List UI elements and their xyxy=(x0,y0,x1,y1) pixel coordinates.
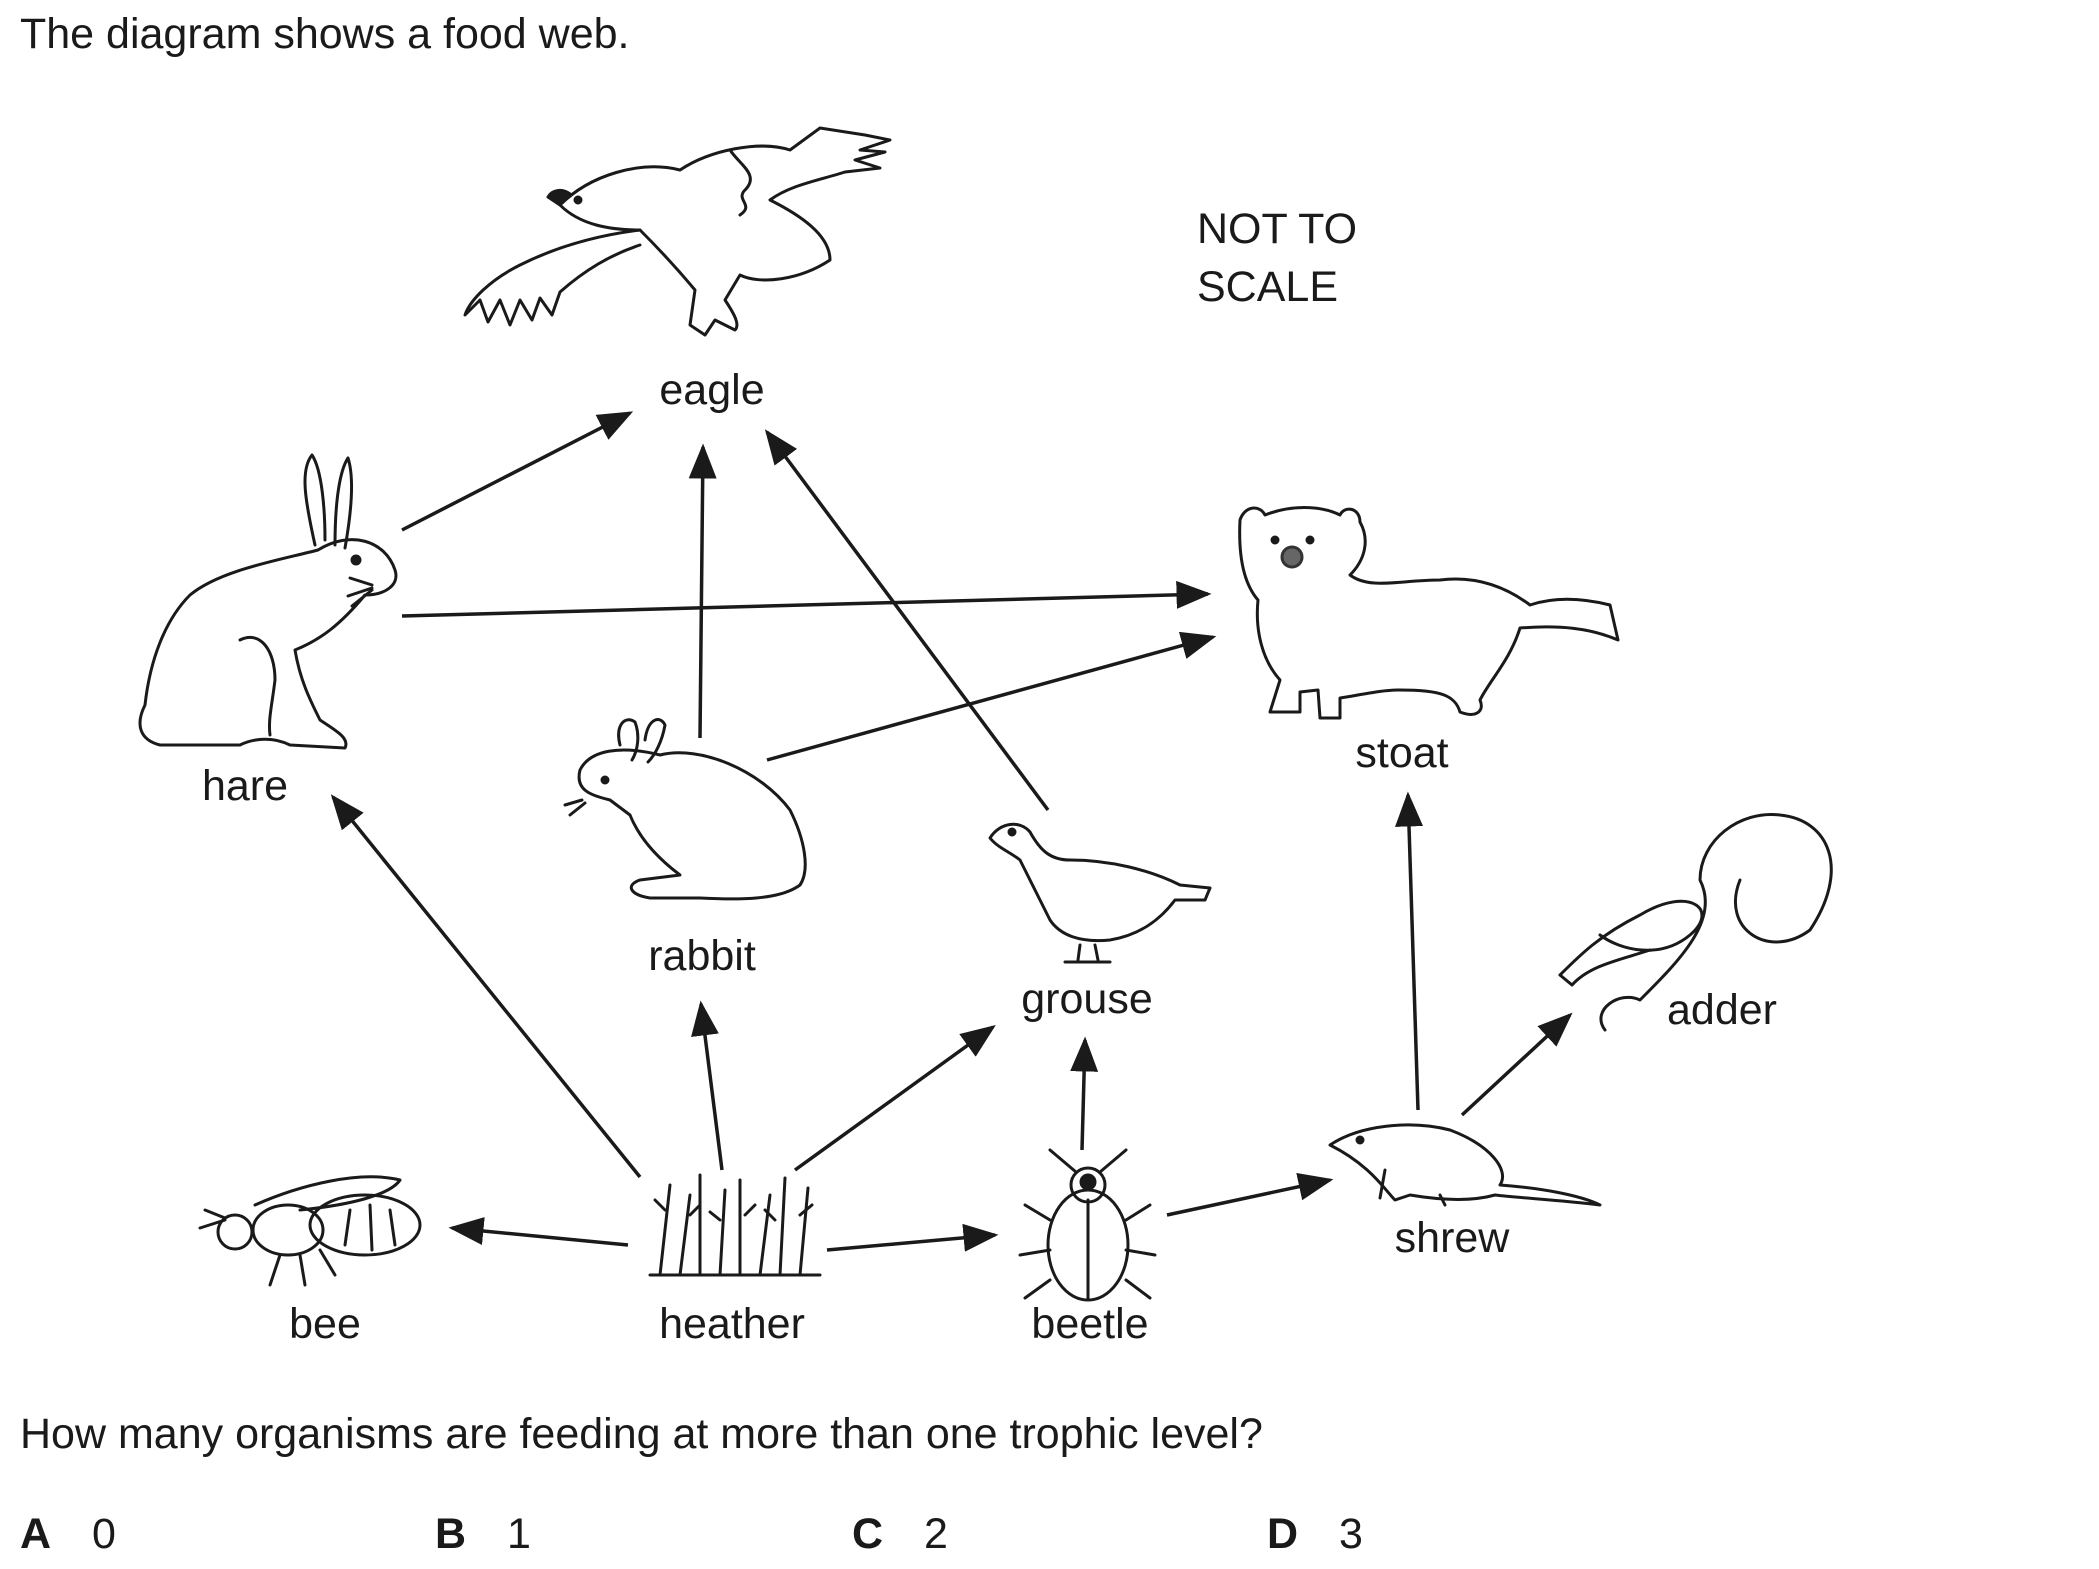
arrow-shrew-to-adder xyxy=(1460,1012,1573,1117)
arrow-heather-to-bee xyxy=(448,1217,629,1247)
label-hare: hare xyxy=(201,762,289,810)
label-bee: bee xyxy=(289,1300,361,1348)
option-c-value: 2 xyxy=(924,1510,948,1558)
option-a-letter: A xyxy=(20,1510,52,1558)
option-b-letter: B xyxy=(435,1510,467,1558)
label-beetle: beetle xyxy=(1031,1300,1149,1348)
option-a-value: 0 xyxy=(92,1510,116,1558)
arrow-grouse-to-eagle xyxy=(764,429,1050,812)
heather-illustration xyxy=(648,1173,822,1277)
bee-illustration xyxy=(198,1175,422,1287)
option-b-value: 1 xyxy=(507,1510,531,1558)
option-c-letter: C xyxy=(852,1510,884,1558)
option-d-value: 3 xyxy=(1339,1510,1363,1558)
label-heather: heather xyxy=(659,1300,805,1348)
not-to-scale-line-2: SCALE xyxy=(1197,263,1339,311)
stoat-illustration xyxy=(1238,506,1620,720)
hare-illustration xyxy=(138,453,398,750)
arrow-rabbit-to-eagle xyxy=(688,443,717,739)
not-to-scale-line-1: NOT TO xyxy=(1197,205,1358,253)
not-to-scale-note: NOT TO SCALE xyxy=(1197,200,1357,316)
beetle-illustration xyxy=(1018,1148,1157,1302)
label-shrew: shrew xyxy=(1394,1214,1510,1262)
eagle-illustration xyxy=(463,126,892,337)
adder-illustration xyxy=(1558,812,1833,1032)
label-rabbit: rabbit xyxy=(648,932,756,980)
option-d-letter: D xyxy=(1267,1510,1299,1558)
arrow-beetle-to-shrew xyxy=(1166,1172,1334,1217)
label-eagle: eagle xyxy=(659,366,765,414)
arrow-hare-to-eagle xyxy=(401,411,634,532)
arrow-heather-to-hare xyxy=(330,794,642,1179)
arrow-heather-to-beetle xyxy=(826,1223,999,1252)
grouse-illustration xyxy=(988,822,1212,964)
arrow-shrew-to-stoat xyxy=(1395,791,1423,1111)
label-grouse: grouse xyxy=(1021,975,1153,1023)
arrow-hare-to-stoat xyxy=(401,580,1212,618)
label-adder: adder xyxy=(1667,986,1777,1034)
arrow-beetle-to-grouse xyxy=(1070,1036,1099,1151)
arrow-heather-to-rabbit xyxy=(691,1000,724,1171)
food-web-arrows xyxy=(330,411,1573,1252)
label-stoat: stoat xyxy=(1355,729,1449,777)
arrow-rabbit-to-stoat xyxy=(766,631,1217,762)
shrew-illustration xyxy=(1328,1123,1602,1207)
question-text: How many organisms are feeding at more t… xyxy=(20,1410,1263,1458)
arrow-heather-to-grouse xyxy=(793,1024,996,1172)
rabbit-illustration xyxy=(563,718,807,901)
intro-text: The diagram shows a food web. xyxy=(20,10,630,58)
